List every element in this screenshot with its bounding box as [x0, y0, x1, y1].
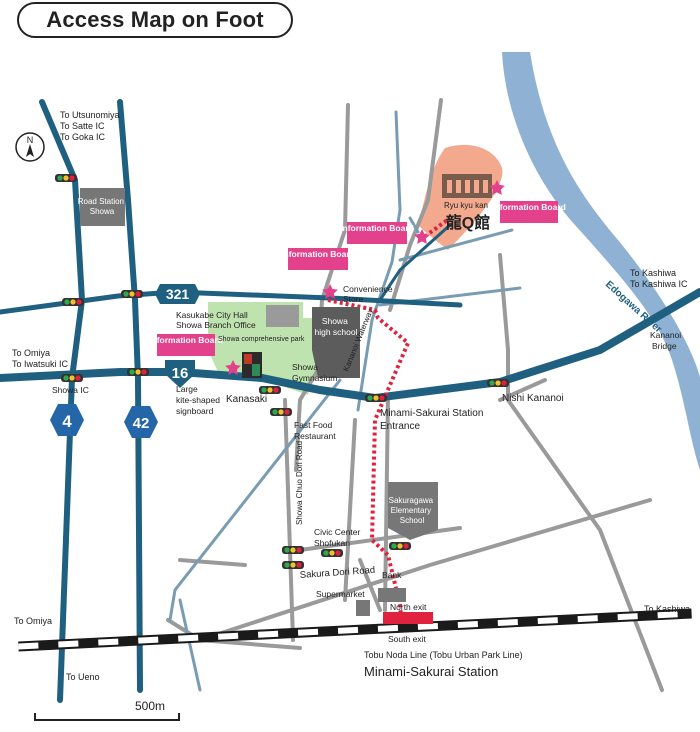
convenience-store-label: Convenience Store [343, 284, 395, 304]
info-board-3: Information Board [340, 222, 414, 244]
route-321-badge: 321 [155, 284, 200, 304]
showa-chuo-label: Showa Chuo Dori Road [295, 441, 304, 525]
city-hall-building [266, 305, 299, 327]
direction-kashiwa-top: To Kashiwa To Kashiwa IC [630, 268, 688, 289]
venue-building-icon [442, 174, 492, 198]
info-board-stars [225, 180, 505, 375]
info-board-1: Information Board [149, 334, 223, 356]
fast-food-label: Fast Food Restaurant [294, 420, 336, 441]
supermarket-label: Supermarket [316, 589, 365, 599]
svg-text:321: 321 [166, 286, 190, 302]
svg-text:Information Board: Information Board [281, 249, 355, 259]
svg-text:42: 42 [133, 415, 150, 432]
traffic-light-icon [389, 542, 411, 550]
bank-building [378, 588, 406, 602]
traffic-light-icon [127, 368, 149, 376]
kite-signboard-icon [242, 352, 262, 378]
svg-text:4: 4 [62, 412, 72, 431]
traffic-light-icon [365, 394, 387, 402]
gymnasium-label: Showa Gymnasium [292, 362, 337, 383]
edogawa-river [502, 52, 700, 470]
info-board-2: Information Board [281, 248, 355, 270]
route-16-badge: 16 [165, 360, 195, 388]
compass-label: N [27, 135, 34, 145]
sakura-dori-label: Sakura Dori Road [299, 565, 375, 581]
direction-kashiwa-rail: To Kashiwa [644, 604, 690, 614]
high-school-building [312, 307, 360, 378]
kananoi-bridge-label: Kananoi Bridge [650, 330, 684, 351]
south-exit-label: South exit [388, 634, 426, 644]
star-icon [225, 360, 241, 375]
supermarket-building [356, 600, 370, 616]
traffic-light-icon [321, 549, 343, 557]
star-icon [322, 284, 338, 299]
scale-label: 500m [135, 699, 166, 713]
traffic-lights [55, 174, 509, 569]
traffic-light-icon [61, 374, 83, 382]
venue-name-jp: 龍Q館 [446, 213, 490, 232]
traffic-light-icon [487, 379, 509, 387]
star-icon [414, 229, 430, 244]
traffic-light-icon [259, 386, 281, 394]
traffic-light-icon [282, 546, 304, 554]
star-icon [489, 180, 505, 195]
station-platform [383, 612, 433, 624]
compass-icon [15, 132, 45, 162]
traffic-light-icon [121, 290, 143, 298]
civic-center-label: Civic Center Shofukan [314, 527, 363, 548]
info-board-4: Information Board [492, 201, 566, 223]
city-hall-label: Kasukabe City Hall Showa Branch Office [176, 310, 256, 330]
north-exit-label: North exit [390, 602, 427, 612]
local-roads [166, 98, 664, 692]
road-station-label: Road Station Showa [78, 197, 127, 216]
map-title: Access Map on Foot [46, 7, 264, 32]
direction-omiya-iwatsuki: To Omiya To Iwatsuki IC [12, 348, 69, 369]
bank-label: Bank [382, 570, 402, 580]
minami-entrance-label: Minami-Sakurai Station Entrance [380, 408, 486, 432]
kite-sign-label: Large kite-shaped signboard [176, 384, 222, 416]
station-name-label: Minami-Sakurai Station [364, 664, 498, 679]
elementary-school-building [388, 482, 438, 540]
direction-utsunomiya: To Utsunomiya To Satte IC To Goka IC [60, 110, 122, 142]
svg-text:Information Board: Information Board [492, 202, 566, 212]
nishi-kananoi-label: Nishi Kananoi [502, 393, 564, 404]
traffic-light-icon [282, 561, 304, 569]
title-banner: Access Map on Foot [17, 2, 293, 38]
route-4-badge: 4 [50, 404, 84, 436]
road-station-building [80, 188, 125, 226]
direction-omiya-rail: To Omiya [14, 616, 52, 626]
svg-text:Information Board: Information Board [340, 223, 414, 233]
traffic-light-icon [270, 408, 292, 416]
route-42-badge: 42 [124, 406, 158, 438]
svg-text:Information Board: Information Board [149, 335, 223, 345]
showa-ic-label: Showa IC [52, 385, 89, 395]
elementary-school-label: Sakuragawa Elementary School [389, 496, 436, 525]
comp-park-label: Showa comprehensive park [218, 336, 305, 343]
railway-line-label: Tobu Noda Line (Tobu Urban Park Line) [364, 650, 523, 660]
direction-ueno: To Ueno [66, 672, 100, 682]
traffic-light-icon [55, 174, 77, 182]
railway-dashes [18, 610, 692, 650]
venue-name-en: Ryu kyu kan [444, 201, 488, 210]
scale-bar [34, 713, 180, 721]
kanasaki-label: Kanasaki [226, 394, 267, 405]
high-school-label: Showa high school [314, 316, 357, 337]
traffic-light-icon [62, 298, 84, 306]
svg-text:16: 16 [172, 365, 189, 382]
